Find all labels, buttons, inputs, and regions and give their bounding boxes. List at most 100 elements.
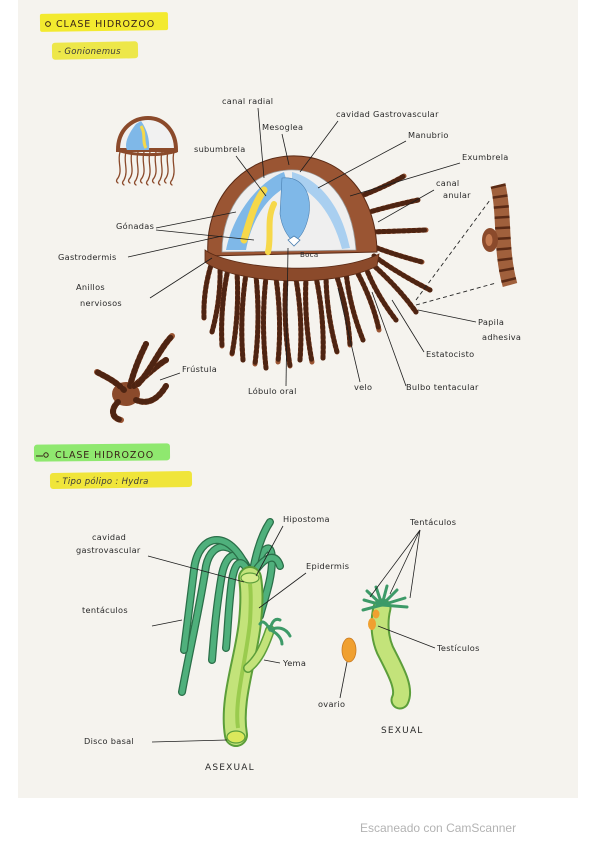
scanner-watermark: Escaneado con CamScanner [360, 821, 516, 835]
label-disco-basal: Disco basal [84, 736, 134, 746]
yema-tentacle [268, 628, 284, 646]
gastrovascular-right [292, 172, 350, 249]
label-yema: Yema [282, 658, 306, 668]
leader-gastrodermis [127, 235, 223, 258]
leader-testiculos [377, 625, 436, 649]
frustula-arm-stripes [127, 341, 149, 389]
label-canal-radial: canal radial [222, 96, 273, 106]
label-boca: Boca [300, 251, 318, 259]
label-papila-2: adhesiva [482, 332, 521, 342]
label-asexual: ASEXUAL [205, 763, 255, 773]
leader-cavidad [299, 120, 339, 173]
leader-gonadas-2 [155, 229, 255, 241]
label-cavidad-2: gastrovascular [76, 545, 141, 555]
leader-manubrio [317, 140, 407, 189]
medusa-leader-lines [127, 107, 477, 387]
small-tentacle [139, 151, 145, 184]
tentacle-stripes [239, 271, 249, 363]
leader-canal-anular [377, 189, 435, 223]
small-tentacle [145, 151, 151, 186]
label-subumbrela: subumbrela [194, 144, 246, 154]
leader-canal-radial [257, 107, 265, 179]
medusa-labels: canal radial Mesoglea cavidad Gastrovasc… [58, 96, 521, 396]
subtitle2-highlight [49, 471, 193, 489]
title-highlight [39, 12, 169, 32]
tentacle-stripes [229, 269, 241, 357]
leader-ovario [339, 661, 348, 699]
leader-papila [417, 309, 477, 323]
bullet2-icon [43, 452, 49, 458]
label-cavidad-1: cavidad [92, 532, 126, 542]
tentacle-stripes [261, 274, 269, 371]
label-tentaculos-right: Tentáculos [409, 517, 456, 527]
frustula-drawing [94, 333, 175, 423]
manubrio-shape [279, 177, 310, 243]
hydra-gastric-cavity [235, 583, 253, 729]
label-papila-1: Papila [478, 317, 504, 327]
label-bulbo-tentacular: Bulbo tentacular [406, 382, 479, 392]
leader-gonadas-1 [155, 211, 237, 229]
tentacle-stripes [365, 227, 429, 235]
hydra-tentacle [181, 537, 253, 653]
leader-cavidad-hydra [147, 555, 245, 583]
velo-rim [204, 249, 380, 282]
tentacle-stripes [252, 273, 261, 367]
tentacle-stripes [303, 275, 315, 365]
label-anillos-1: Anillos [76, 282, 105, 292]
frustula-arm-stripes [110, 399, 124, 423]
section2-subtitle: - Tipo pólipo : Hydra [56, 476, 149, 487]
tentacle-stripes [323, 273, 340, 355]
sexual-tentacle [374, 585, 384, 607]
hipostoma-shape [240, 572, 260, 584]
small-tentacle [133, 151, 139, 186]
medusa-tentacles [201, 173, 433, 371]
tentacle-stripes [209, 263, 223, 335]
label-tentaculos-left: tentáculos [82, 605, 128, 615]
tentacle-stripes [201, 259, 215, 321]
section2-header: CLASE HIDROZOO - Tipo pólipo : Hydra [33, 443, 193, 489]
tentacle-stripes [282, 276, 293, 369]
leader-yema [263, 659, 281, 664]
tentacle-stripes [353, 267, 382, 333]
label-sexual: SEXUAL [381, 726, 424, 736]
sexual-tentacle [365, 589, 384, 607]
ovario-shape [341, 637, 357, 663]
sexual-tentacle [380, 603, 409, 609]
small-gonad [139, 125, 148, 149]
boca-mouth [287, 235, 301, 247]
tentacle-stalk [490, 183, 518, 288]
hydra-labels: cavidad gastrovascular Hipostoma Epiderm… [76, 514, 479, 773]
sexual-body [372, 600, 409, 708]
gastrovascular-left [226, 172, 288, 250]
section1-subtitle: - Gonionemus [58, 47, 121, 57]
leader-velo [337, 287, 361, 383]
yema-stalk [244, 626, 274, 672]
medusa-drawing [201, 155, 433, 371]
small-tentacle [163, 151, 169, 184]
tentacle-stripes [369, 261, 419, 315]
label-ovario: ovario [318, 699, 345, 709]
bullet-icon [45, 21, 51, 27]
section1-header: CLASE HIDROZOO - Gonionemus [39, 12, 169, 60]
leader-tentaculos-left [151, 619, 183, 627]
tentacle-stripes [273, 275, 283, 365]
frustula-arm-stripes [135, 333, 175, 387]
label-velo: velo [354, 382, 372, 392]
tentacle-stripes [313, 274, 326, 361]
small-tentacles [115, 151, 175, 186]
leader-exumbrela [349, 162, 461, 197]
small-tentacle [121, 151, 127, 186]
label-manubrio: Manubrio [408, 130, 449, 140]
small-medusa-drawing [115, 115, 179, 186]
leader-anillos [149, 257, 213, 299]
hydra-sexual-drawing [341, 584, 411, 710]
label-gastrodermis: Gastrodermis [58, 252, 117, 262]
tentacle-detail-drawing [482, 183, 518, 288]
leader-mesoglea [281, 133, 290, 166]
label-lobulo-oral: Lóbulo oral [248, 386, 297, 396]
leader-tentaculos-right-3 [409, 529, 421, 599]
section1-title: CLASE HIDROZOO [56, 19, 155, 30]
label-frustula: Frústula [182, 364, 217, 374]
tentacle-stripes [363, 265, 399, 323]
leader-tentaculos-right-1 [369, 529, 421, 598]
